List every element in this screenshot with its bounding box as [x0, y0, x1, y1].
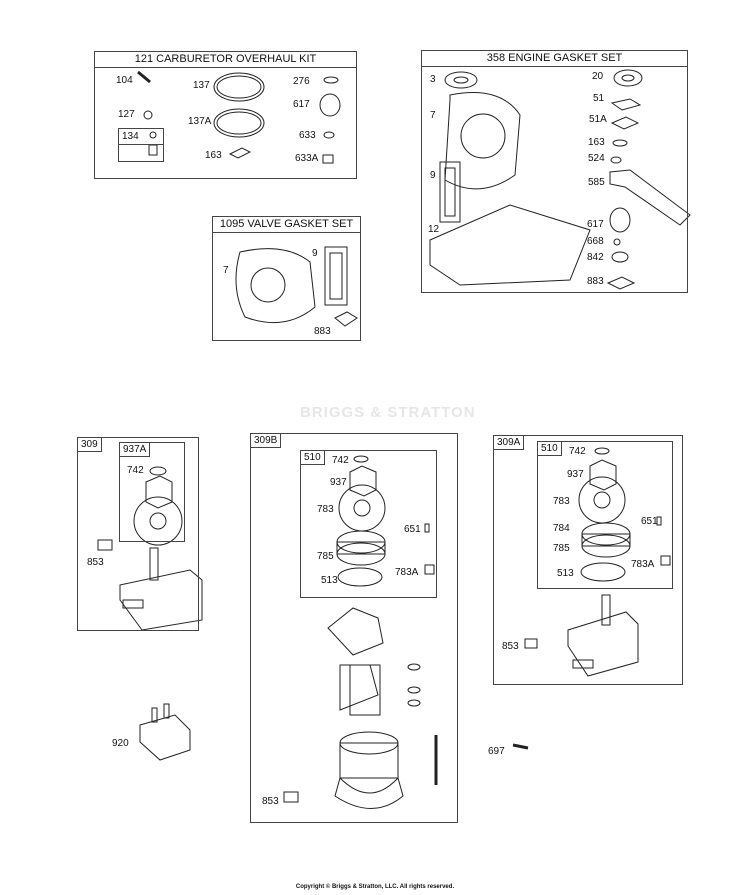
- part-label: 104: [116, 75, 133, 86]
- part-label: 785: [317, 551, 334, 562]
- part-label-bolt: 697: [488, 746, 505, 757]
- part-label: 9: [430, 170, 436, 181]
- part-label: 524: [588, 153, 605, 164]
- part-label: 633: [299, 130, 316, 141]
- part-label: 7: [223, 265, 229, 276]
- part-label: 853: [87, 557, 104, 568]
- part-label: 513: [321, 575, 338, 586]
- part-label: 12: [428, 224, 440, 235]
- part-label: 3: [430, 74, 436, 85]
- part-label: 783A: [631, 559, 655, 570]
- part-label: 276: [293, 76, 310, 87]
- carburetor-kit-panel: 121 CARBURETOR OVERHAUL KIT: [94, 51, 357, 179]
- part-label: 651: [641, 516, 658, 527]
- part-label: 651: [404, 524, 421, 535]
- copyright-notice: Copyright © Briggs & Stratton, LLC. All …: [295, 884, 455, 890]
- part-label: 784: [553, 523, 570, 534]
- starter-309-subkit-tag: 937A: [119, 442, 151, 457]
- starter-309b-panel: [250, 433, 458, 823]
- part-label: 617: [587, 219, 604, 230]
- part-label: 127: [118, 109, 135, 120]
- part-label: 668: [587, 236, 604, 247]
- part-label: 783: [317, 504, 334, 515]
- starter-309-panel: [77, 437, 199, 631]
- part-label: 742: [127, 465, 144, 476]
- part-label: 937: [330, 477, 347, 488]
- part-label: 842: [587, 252, 604, 263]
- starter-309a-subkit-box: [537, 441, 673, 589]
- part-label: 783A: [395, 567, 419, 578]
- part-label: 163: [588, 137, 605, 148]
- starter-309-tag: 309: [77, 437, 102, 452]
- part-label-solenoid: 920: [112, 738, 129, 749]
- part-label: 585: [588, 177, 605, 188]
- part-label: 617: [293, 99, 310, 110]
- part-label: 853: [262, 796, 279, 807]
- part-label: 785: [553, 543, 570, 554]
- starter-309a-panel: [493, 435, 683, 685]
- part-label: 883: [314, 326, 331, 337]
- part-label: 163: [205, 150, 222, 161]
- part-label: 137: [193, 80, 210, 91]
- valve-gasket-panel: 1095 VALVE GASKET SET: [212, 216, 361, 341]
- part-label: 742: [332, 455, 349, 466]
- part-label: 853: [502, 641, 519, 652]
- part-label: 20: [592, 71, 604, 82]
- starter-309b-subkit-tag: 510: [300, 450, 325, 465]
- carburetor-subkit-label: 134: [119, 129, 163, 145]
- starter-309a-subkit-tag: 510: [537, 441, 562, 456]
- part-label: 137A: [188, 116, 212, 127]
- carburetor-subkit-box: 134: [118, 128, 164, 162]
- part-label: 51A: [589, 114, 607, 125]
- watermark: BRIGGS & STRATTON: [300, 404, 476, 421]
- starter-309-subkit-box: [119, 442, 185, 542]
- part-label: 7: [430, 110, 436, 121]
- part-label: 883: [587, 276, 604, 287]
- part-label: 51: [593, 93, 605, 104]
- engine-gasket-panel: 358 ENGINE GASKET SET: [421, 50, 688, 293]
- starter-309b-subkit-box: [300, 450, 437, 598]
- valve-gasket-title: 1095 VALVE GASKET SET: [213, 217, 360, 233]
- part-label: 783: [553, 496, 570, 507]
- part-label: 937: [567, 469, 584, 480]
- starter-309b-tag: 309B: [250, 433, 282, 448]
- carburetor-kit-title: 121 CARBURETOR OVERHAUL KIT: [95, 52, 356, 68]
- part-label: 633A: [295, 153, 319, 164]
- part-label: 742: [569, 446, 586, 457]
- part-label: 9: [312, 248, 318, 259]
- part-label: 513: [557, 568, 574, 579]
- engine-gasket-title: 358 ENGINE GASKET SET: [422, 51, 687, 67]
- starter-309a-tag: 309A: [493, 435, 525, 450]
